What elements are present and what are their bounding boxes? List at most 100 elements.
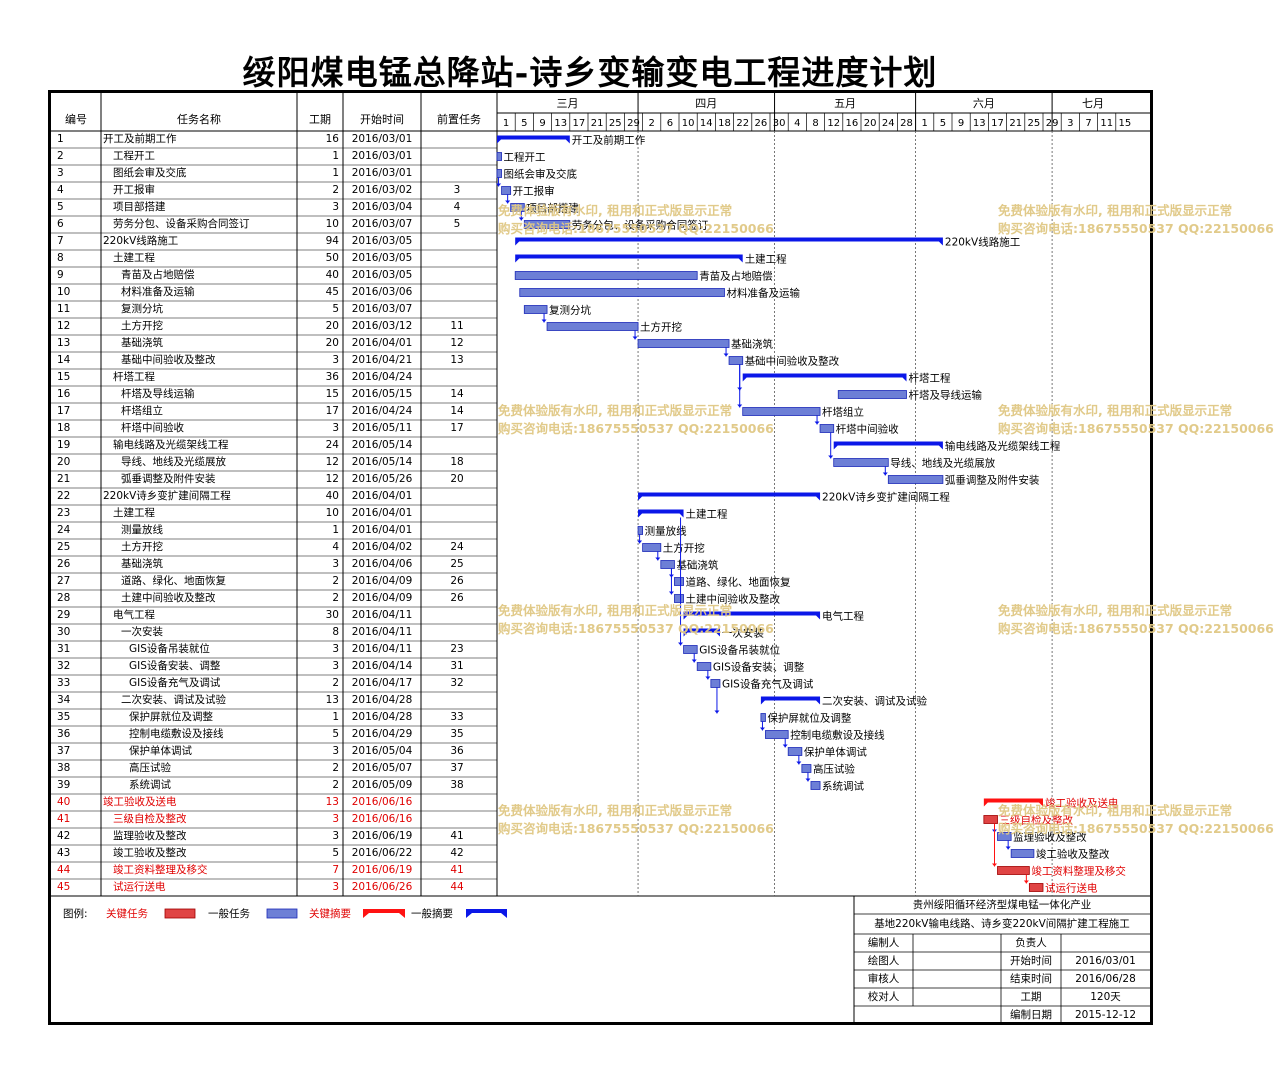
task-pred: 20 — [450, 473, 464, 485]
task-id: 13 — [57, 337, 71, 349]
watermark-text: 购买咨询电话:18675550537 QQ:22150066 — [498, 821, 774, 836]
task-id: 31 — [57, 643, 71, 655]
bar-label: 开工报审 — [513, 185, 555, 198]
task-pred — [421, 369, 493, 386]
task-id: 1 — [57, 133, 64, 145]
task-name: 基础中间验收及整改 — [121, 354, 216, 366]
task-start: 2016/04/09 — [351, 575, 413, 587]
day-label: 14 — [700, 118, 713, 129]
task-duration: 8 — [332, 626, 339, 638]
task-pred: 24 — [450, 541, 464, 553]
bar-label: 系统调试 — [822, 780, 864, 793]
titleblock-project: 基地220kV输电线路、诗乡变220kV间隔扩建工程施工 — [874, 918, 1130, 930]
task-name: 劳务分包、设备采购合同签订 — [113, 218, 250, 230]
task-pred — [421, 437, 493, 454]
header-name: 任务名称 — [177, 113, 221, 126]
day-label: 18 — [718, 118, 731, 129]
task-id: 35 — [57, 711, 71, 723]
task-name: 二次安装、调试及试验 — [121, 694, 226, 706]
task-start: 2016/04/11 — [351, 643, 413, 655]
day-label: 22 — [736, 118, 749, 129]
bar-label: 复测分坑 — [549, 304, 591, 317]
summary-bar — [515, 254, 743, 263]
task-start: 2016/03/07 — [351, 303, 413, 315]
task-duration: 10 — [325, 507, 339, 519]
task-id: 44 — [57, 864, 71, 876]
task-duration: 3 — [332, 643, 339, 655]
day-label: 25 — [609, 118, 622, 129]
task-start: 2016/03/01 — [351, 150, 413, 162]
task-id: 15 — [57, 371, 71, 383]
bar-label: 监理验收及整改 — [1013, 831, 1087, 844]
bar-label: 保护单体调试 — [804, 746, 867, 759]
task-pred — [421, 148, 493, 165]
task-pred: 37 — [450, 762, 464, 774]
task-start: 2016/03/05 — [351, 252, 413, 264]
task-bar — [742, 407, 821, 416]
task-name: 道路、绿化、地面恢复 — [121, 575, 226, 587]
task-duration: 16 — [325, 133, 339, 145]
bar-label: 基础中间验收及整改 — [745, 355, 840, 368]
task-duration: 20 — [325, 337, 339, 349]
bar-label: 三级自检及整改 — [1000, 814, 1074, 827]
watermark-text: 购买咨询电话:18675550537 QQ:22150066 — [998, 621, 1274, 636]
task-id: 43 — [57, 847, 71, 859]
dependency-arrow — [691, 659, 697, 663]
task-bar — [514, 271, 698, 280]
task-pred — [421, 607, 493, 624]
task-name: 杆塔组立 — [121, 405, 163, 417]
bar-label: 电气工程 — [822, 610, 864, 623]
task-id: 11 — [57, 303, 71, 315]
task-start: 2016/04/24 — [351, 405, 413, 417]
day-label: 13 — [973, 118, 986, 129]
task-id: 37 — [57, 745, 71, 757]
task-duration: 1 — [332, 524, 339, 536]
day-label: 9 — [539, 118, 545, 129]
task-bar — [496, 152, 502, 161]
bar-label: 开工及前期工作 — [572, 134, 646, 147]
task-name: 土建工程 — [113, 252, 155, 264]
task-duration: 3 — [332, 745, 339, 757]
task-bar — [546, 322, 639, 331]
task-duration: 15 — [325, 388, 339, 400]
task-bar — [1010, 849, 1035, 858]
task-id: 3 — [57, 167, 64, 179]
summary-bar — [683, 611, 821, 620]
task-pred — [421, 165, 493, 182]
day-label: 10 — [682, 118, 695, 129]
task-name: 系统调试 — [129, 779, 171, 791]
dependency-arrow — [714, 710, 720, 714]
task-duration: 10 — [325, 218, 339, 230]
task-id: 16 — [57, 388, 71, 400]
task-start: 2016/04/11 — [351, 626, 413, 638]
dependency-arrow — [505, 200, 511, 204]
bar-label: 输电线路及光缆架线工程 — [945, 440, 1061, 453]
task-pred: 41 — [450, 830, 464, 842]
month-label: 七月 — [1082, 97, 1104, 110]
task-bar — [642, 543, 662, 552]
task-start: 2016/04/17 — [351, 677, 413, 689]
task-pred: 4 — [453, 201, 461, 213]
task-pred — [421, 624, 493, 641]
task-duration: 13 — [325, 796, 339, 808]
dependency-arrow — [1023, 880, 1029, 884]
task-bar — [637, 339, 730, 348]
task-start: 2016/05/14 — [351, 456, 413, 468]
day-label: 2 — [649, 118, 655, 129]
task-name: 试运行送电 — [113, 881, 166, 893]
task-start: 2016/06/19 — [351, 864, 413, 876]
task-id: 33 — [57, 677, 71, 689]
task-name: 高压试验 — [129, 762, 171, 774]
bar-label: 高压试验 — [813, 763, 855, 776]
task-duration: 13 — [325, 694, 339, 706]
task-pred: 5 — [453, 218, 461, 230]
day-label: 20 — [864, 118, 877, 129]
task-name: 弧垂调整及附件安装 — [121, 473, 216, 485]
task-pred — [421, 267, 493, 284]
dependency-arrow — [637, 540, 643, 544]
task-bar — [519, 288, 725, 297]
task-pred: 23 — [450, 643, 464, 655]
task-bar — [997, 866, 1030, 875]
day-label: 17 — [991, 118, 1004, 129]
legend-normal-task: 一般任务 — [208, 908, 250, 920]
